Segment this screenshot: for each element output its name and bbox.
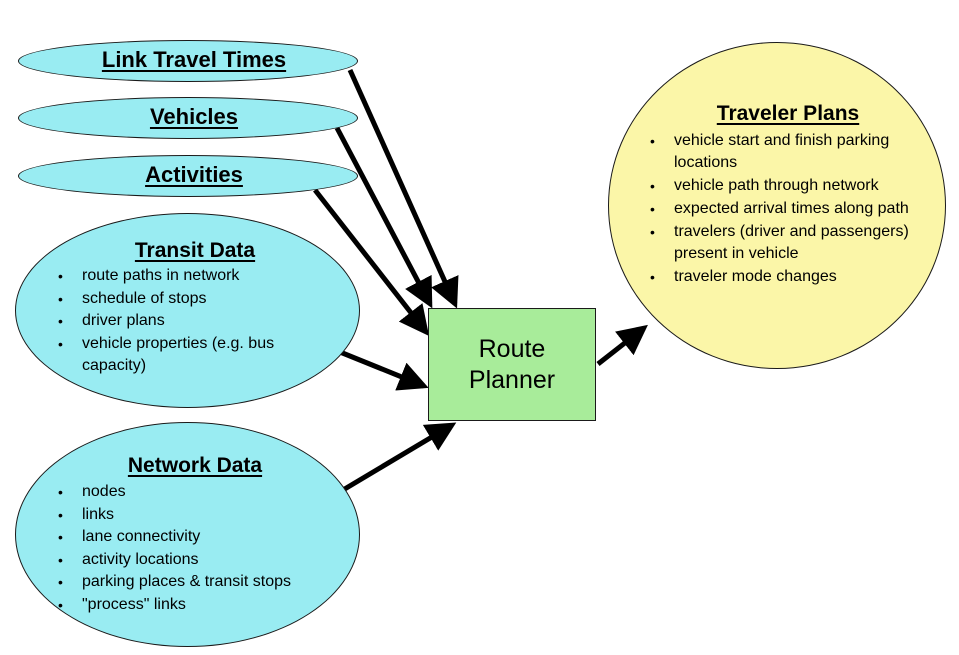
list-item: route paths in network bbox=[56, 265, 318, 288]
edge-activities-to-route-planner bbox=[313, 188, 430, 336]
list-item: lane connectivity bbox=[56, 526, 352, 549]
traveler-plans-list: vehicle start and finish parking locatio… bbox=[648, 130, 924, 289]
route-planner-node: Route Planner bbox=[428, 308, 596, 421]
list-item: driver plans bbox=[56, 310, 318, 333]
list-item: vehicle properties (e.g. bus capacity) bbox=[56, 333, 318, 378]
transit-data-list: route paths in network schedule of stops… bbox=[56, 265, 318, 378]
link-travel-times-node bbox=[18, 40, 358, 82]
vehicles-title: Vehicles bbox=[149, 104, 239, 129]
network-data-title: Network Data bbox=[127, 454, 263, 477]
edge-vehicles-to-route-planner bbox=[334, 126, 433, 309]
transit-data-title: Transit Data bbox=[134, 239, 256, 262]
edge-route-planner-to-traveler-plans bbox=[596, 324, 648, 366]
list-item: vehicle path through network bbox=[648, 175, 924, 197]
activities-node bbox=[18, 155, 358, 197]
vehicles-node bbox=[18, 97, 358, 139]
list-item: activity locations bbox=[56, 549, 352, 572]
activities-title: Activities bbox=[145, 162, 243, 187]
list-item: traveler mode changes bbox=[648, 266, 924, 288]
list-item: "process" links bbox=[56, 594, 352, 617]
network-data-list: nodes links lane connectivity activity l… bbox=[56, 481, 352, 616]
edge-transit-data-to-route-planner bbox=[339, 349, 429, 391]
route-planner-label: Route Planner bbox=[468, 334, 556, 394]
list-item: links bbox=[56, 504, 352, 527]
list-item: vehicle start and finish parking locatio… bbox=[648, 130, 924, 174]
list-item: parking places & transit stops bbox=[56, 571, 352, 594]
list-item: travelers (driver and passengers) presen… bbox=[648, 221, 924, 265]
edge-link-travel-times-to-route-planner bbox=[347, 68, 459, 309]
list-item: schedule of stops bbox=[56, 288, 318, 311]
traveler-plans-title: Traveler Plans bbox=[716, 102, 860, 125]
edge-network-data-to-route-planner bbox=[341, 422, 457, 493]
list-item: expected arrival times along path bbox=[648, 198, 924, 220]
list-item: nodes bbox=[56, 481, 352, 504]
link-travel-times-title: Link Travel Times bbox=[101, 47, 287, 72]
